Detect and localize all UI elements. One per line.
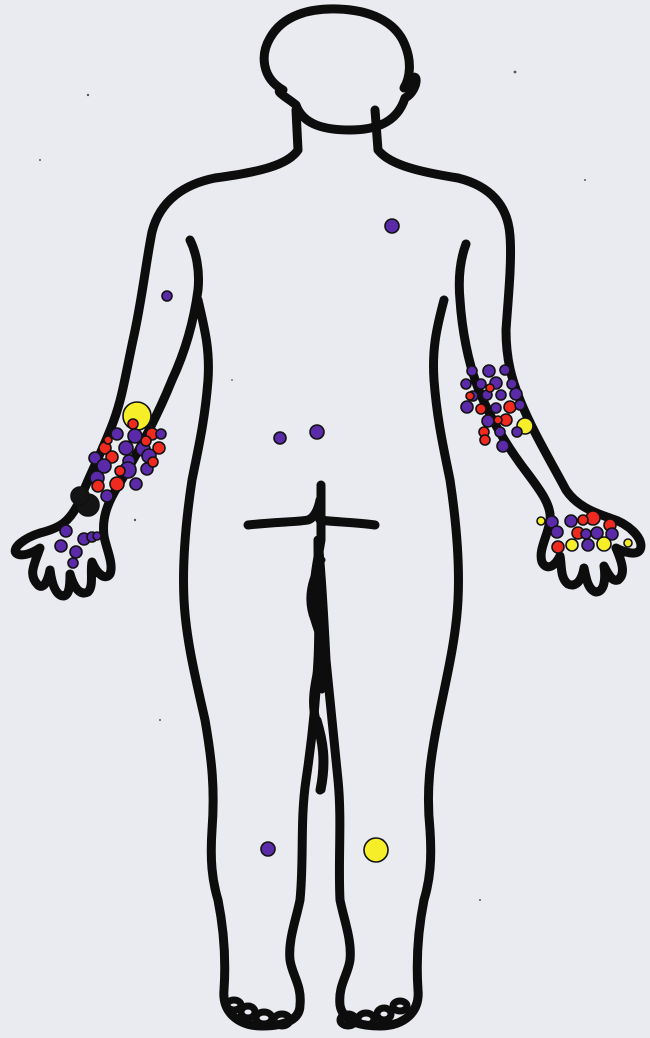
purple-lesion-dot [495,427,505,437]
purple-lesion-dot [68,558,78,568]
purple-lesion-dot [500,365,510,375]
red-lesion-dot [148,457,158,467]
yellow-lesion-dot [566,539,578,551]
purple-lesion-dot [476,379,486,389]
red-lesion-dot [504,401,516,413]
purple-lesion-dot [310,425,324,439]
red-lesion-dot [552,541,564,553]
purple-lesion-dot [482,415,494,427]
purple-lesion-dot [461,401,473,413]
body-outline [15,110,641,1026]
purple-lesion-dot [496,390,506,400]
yellow-lesion-dot [597,537,611,551]
red-lesion-dot [92,480,104,492]
purple-lesion-dot [512,427,522,437]
red-lesion-dot [476,404,486,414]
purple-lesion-dot [60,525,72,537]
purple-lesion-dot [128,429,142,443]
red-lesion-dot [110,477,124,491]
purple-lesion-dot [261,842,275,856]
purple-lesion-dot [274,432,286,444]
head-outline [264,9,416,130]
toes [227,1000,407,1026]
red-lesion-dot [141,436,151,446]
purple-lesion-dot [551,526,563,538]
red-lesion-dot [494,416,502,424]
purple-lesion-dot [565,515,577,527]
red-lesion-dot [466,392,474,400]
purple-lesion-dot [111,428,123,440]
purple-lesion-dot [581,529,591,539]
purple-lesion-dot [483,365,495,377]
purple-lesion-dot [130,478,142,490]
red-lesion-dot [115,466,125,476]
yellow-lesion-dot [537,517,545,525]
red-lesion-dot [480,435,490,445]
purple-lesion-dot [101,490,113,502]
black-lesion-dot [71,487,89,505]
purple-lesion-dot [461,379,471,389]
yellow-lesion-dot [364,838,388,862]
red-lesion-dot [486,384,494,392]
purple-lesion-dot [467,366,477,376]
purple-lesion-dot [119,441,133,455]
red-lesion-dot [104,436,112,444]
red-lesion-dot [578,515,588,525]
purple-lesion-dot [55,540,67,552]
purple-lesion-dot [497,440,509,452]
purple-lesion-dot [385,219,399,233]
purple-lesion-dot [162,291,172,301]
purple-lesion-dot [93,532,101,540]
purple-lesion-dot [70,546,82,558]
red-lesion-dot [128,419,138,429]
yellow-lesion-dot [624,539,632,547]
hip-line [248,500,375,525]
purple-lesion-dot [491,403,501,413]
purple-lesion-dot [156,429,166,439]
purple-lesion-dot [510,388,522,400]
purple-lesion-dot [582,539,594,551]
purple-lesion-dot [515,400,525,410]
